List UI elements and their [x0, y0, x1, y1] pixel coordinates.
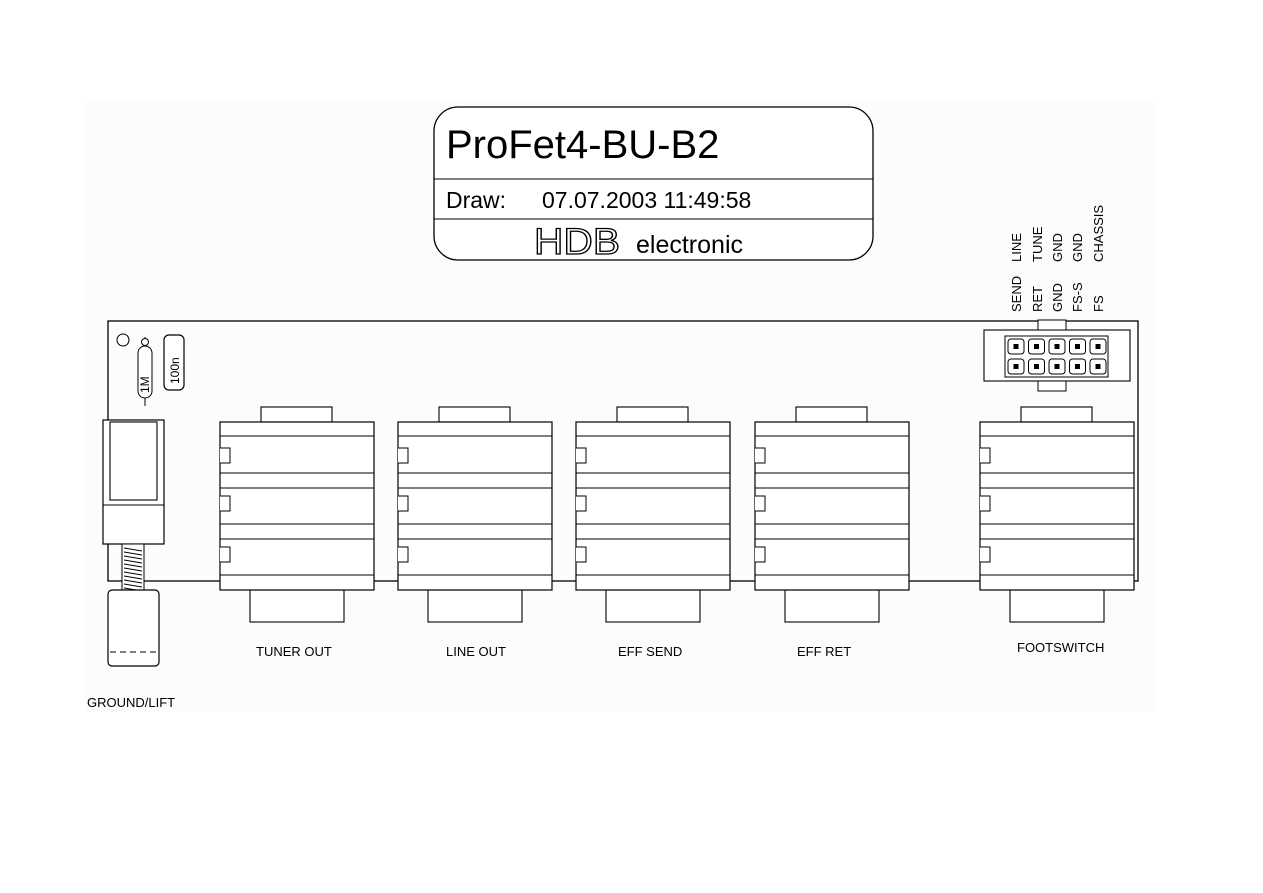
- jack-label-footswitch: FOOTSWITCH: [1017, 640, 1104, 655]
- header-pin: [1069, 358, 1086, 375]
- jack-sockets: [219, 406, 1135, 623]
- header-pin: [1089, 338, 1107, 355]
- jack-socket: [754, 406, 910, 623]
- jack-label-eff-send: EFF SEND: [618, 644, 682, 659]
- company-name: electronic: [636, 231, 743, 259]
- header-pin: [1048, 338, 1066, 355]
- resistor-1m: 1M: [137, 337, 153, 406]
- mounting-hole: [116, 333, 130, 347]
- jack-label-tuner-out: TUNER OUT: [256, 644, 332, 659]
- draw-label: Draw:: [446, 187, 506, 213]
- title-block-frame: [433, 106, 874, 261]
- pin-label-chassis: CHASSIS: [1091, 205, 1106, 262]
- header-connector: [983, 319, 1131, 392]
- pin-labels-bottom-row: SEND RET GND FS-S FS: [1009, 276, 1106, 312]
- header-pin: [1007, 338, 1025, 355]
- pin-labels-top-row: LINE TUNE GND GND CHASSIS: [1009, 205, 1106, 262]
- header-pin: [1007, 358, 1025, 375]
- header-pin: [1048, 358, 1066, 375]
- hdb-logo: HDB: [534, 221, 620, 262]
- jack-socket: [575, 406, 731, 623]
- pin-label-gnd-3: GND: [1050, 283, 1065, 312]
- header-pin: [1069, 338, 1086, 355]
- title-block: ProFet4-BU-B2 Draw: 07.07.2003 11:49:58 …: [433, 106, 874, 263]
- pin-label-send: SEND: [1009, 276, 1024, 312]
- jack-socket: [219, 406, 375, 623]
- header-pin: [1089, 358, 1107, 375]
- ground-lift-switch: [102, 419, 165, 667]
- jack-socket: [979, 406, 1135, 623]
- ground-lift-label: GROUND/LIFT: [87, 695, 175, 710]
- jack-label-line-out: LINE OUT: [446, 644, 506, 659]
- pin-label-fs-s: FS-S: [1070, 282, 1085, 312]
- resistor-label: 1M: [138, 376, 152, 393]
- header-pin: [1028, 338, 1045, 355]
- draw-date: 07.07.2003 11:49:58: [542, 187, 751, 213]
- header-pin: [1028, 358, 1045, 375]
- pin-label-tune: TUNE: [1030, 226, 1045, 262]
- jack-socket: [397, 406, 553, 623]
- pin-label-gnd-2: GND: [1070, 233, 1085, 262]
- board-title: ProFet4-BU-B2: [446, 123, 719, 167]
- jack-label-eff-ret: EFF RET: [797, 644, 851, 659]
- pin-label-ret: RET: [1030, 286, 1045, 312]
- capacitor-100n: 100n: [163, 334, 185, 391]
- capacitor-label: 100n: [168, 357, 182, 384]
- pin-label-line: LINE: [1009, 233, 1024, 262]
- pin-label-fs: FS: [1091, 295, 1106, 312]
- pin-label-gnd-1: GND: [1050, 233, 1065, 262]
